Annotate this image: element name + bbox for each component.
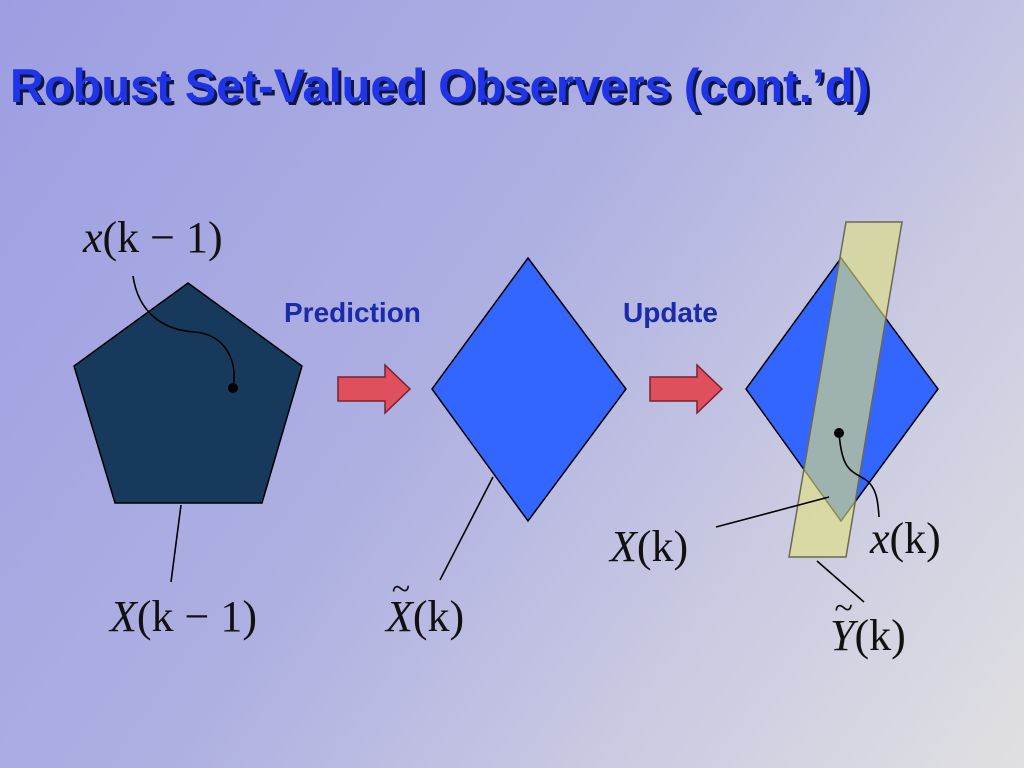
math-label-X-k: X(k) [610, 525, 688, 569]
math-var: X [110, 592, 137, 641]
math-args: (k) [636, 522, 689, 571]
math-var: X [386, 573, 413, 639]
leader-x-km1 [132, 275, 235, 389]
leader-Ytilde-k [816, 560, 865, 603]
leader-X-k [715, 496, 830, 528]
math-args: (k − 1) [102, 213, 223, 262]
state-dot-km1 [228, 383, 238, 393]
update-arrow [649, 363, 724, 415]
math-var: x [870, 514, 890, 563]
math-label-x-k: x(k) [870, 517, 941, 561]
pentagon-set-x-km1 [73, 282, 303, 504]
math-args: (k − 1) [136, 592, 258, 641]
measurement-strip [788, 221, 903, 558]
diamond-predicted-set [431, 256, 627, 523]
slide-title: Robust Set-Valued Observers (cont.’d) [10, 59, 870, 112]
math-label-Xtilde-k: X(k) [386, 573, 465, 641]
math-label-x-km1: x(k − 1) [83, 216, 223, 260]
math-args: (k) [412, 592, 465, 641]
math-var: X [610, 522, 637, 571]
math-label-Ytilde-k: Y(k) [830, 592, 906, 660]
update-label: Update [623, 297, 718, 328]
math-var: x [83, 213, 103, 262]
math-args: (k) [889, 514, 941, 563]
leader-x-k [838, 432, 880, 518]
prediction-label: Prediction [284, 297, 421, 328]
math-var: Y [830, 592, 855, 658]
leader-X-km1 [170, 504, 182, 583]
math-label-X-km1: X(k − 1) [110, 595, 257, 639]
leader-Xtilde-k [439, 476, 494, 581]
math-args: (k) [854, 611, 906, 660]
prediction-arrow [337, 363, 412, 415]
